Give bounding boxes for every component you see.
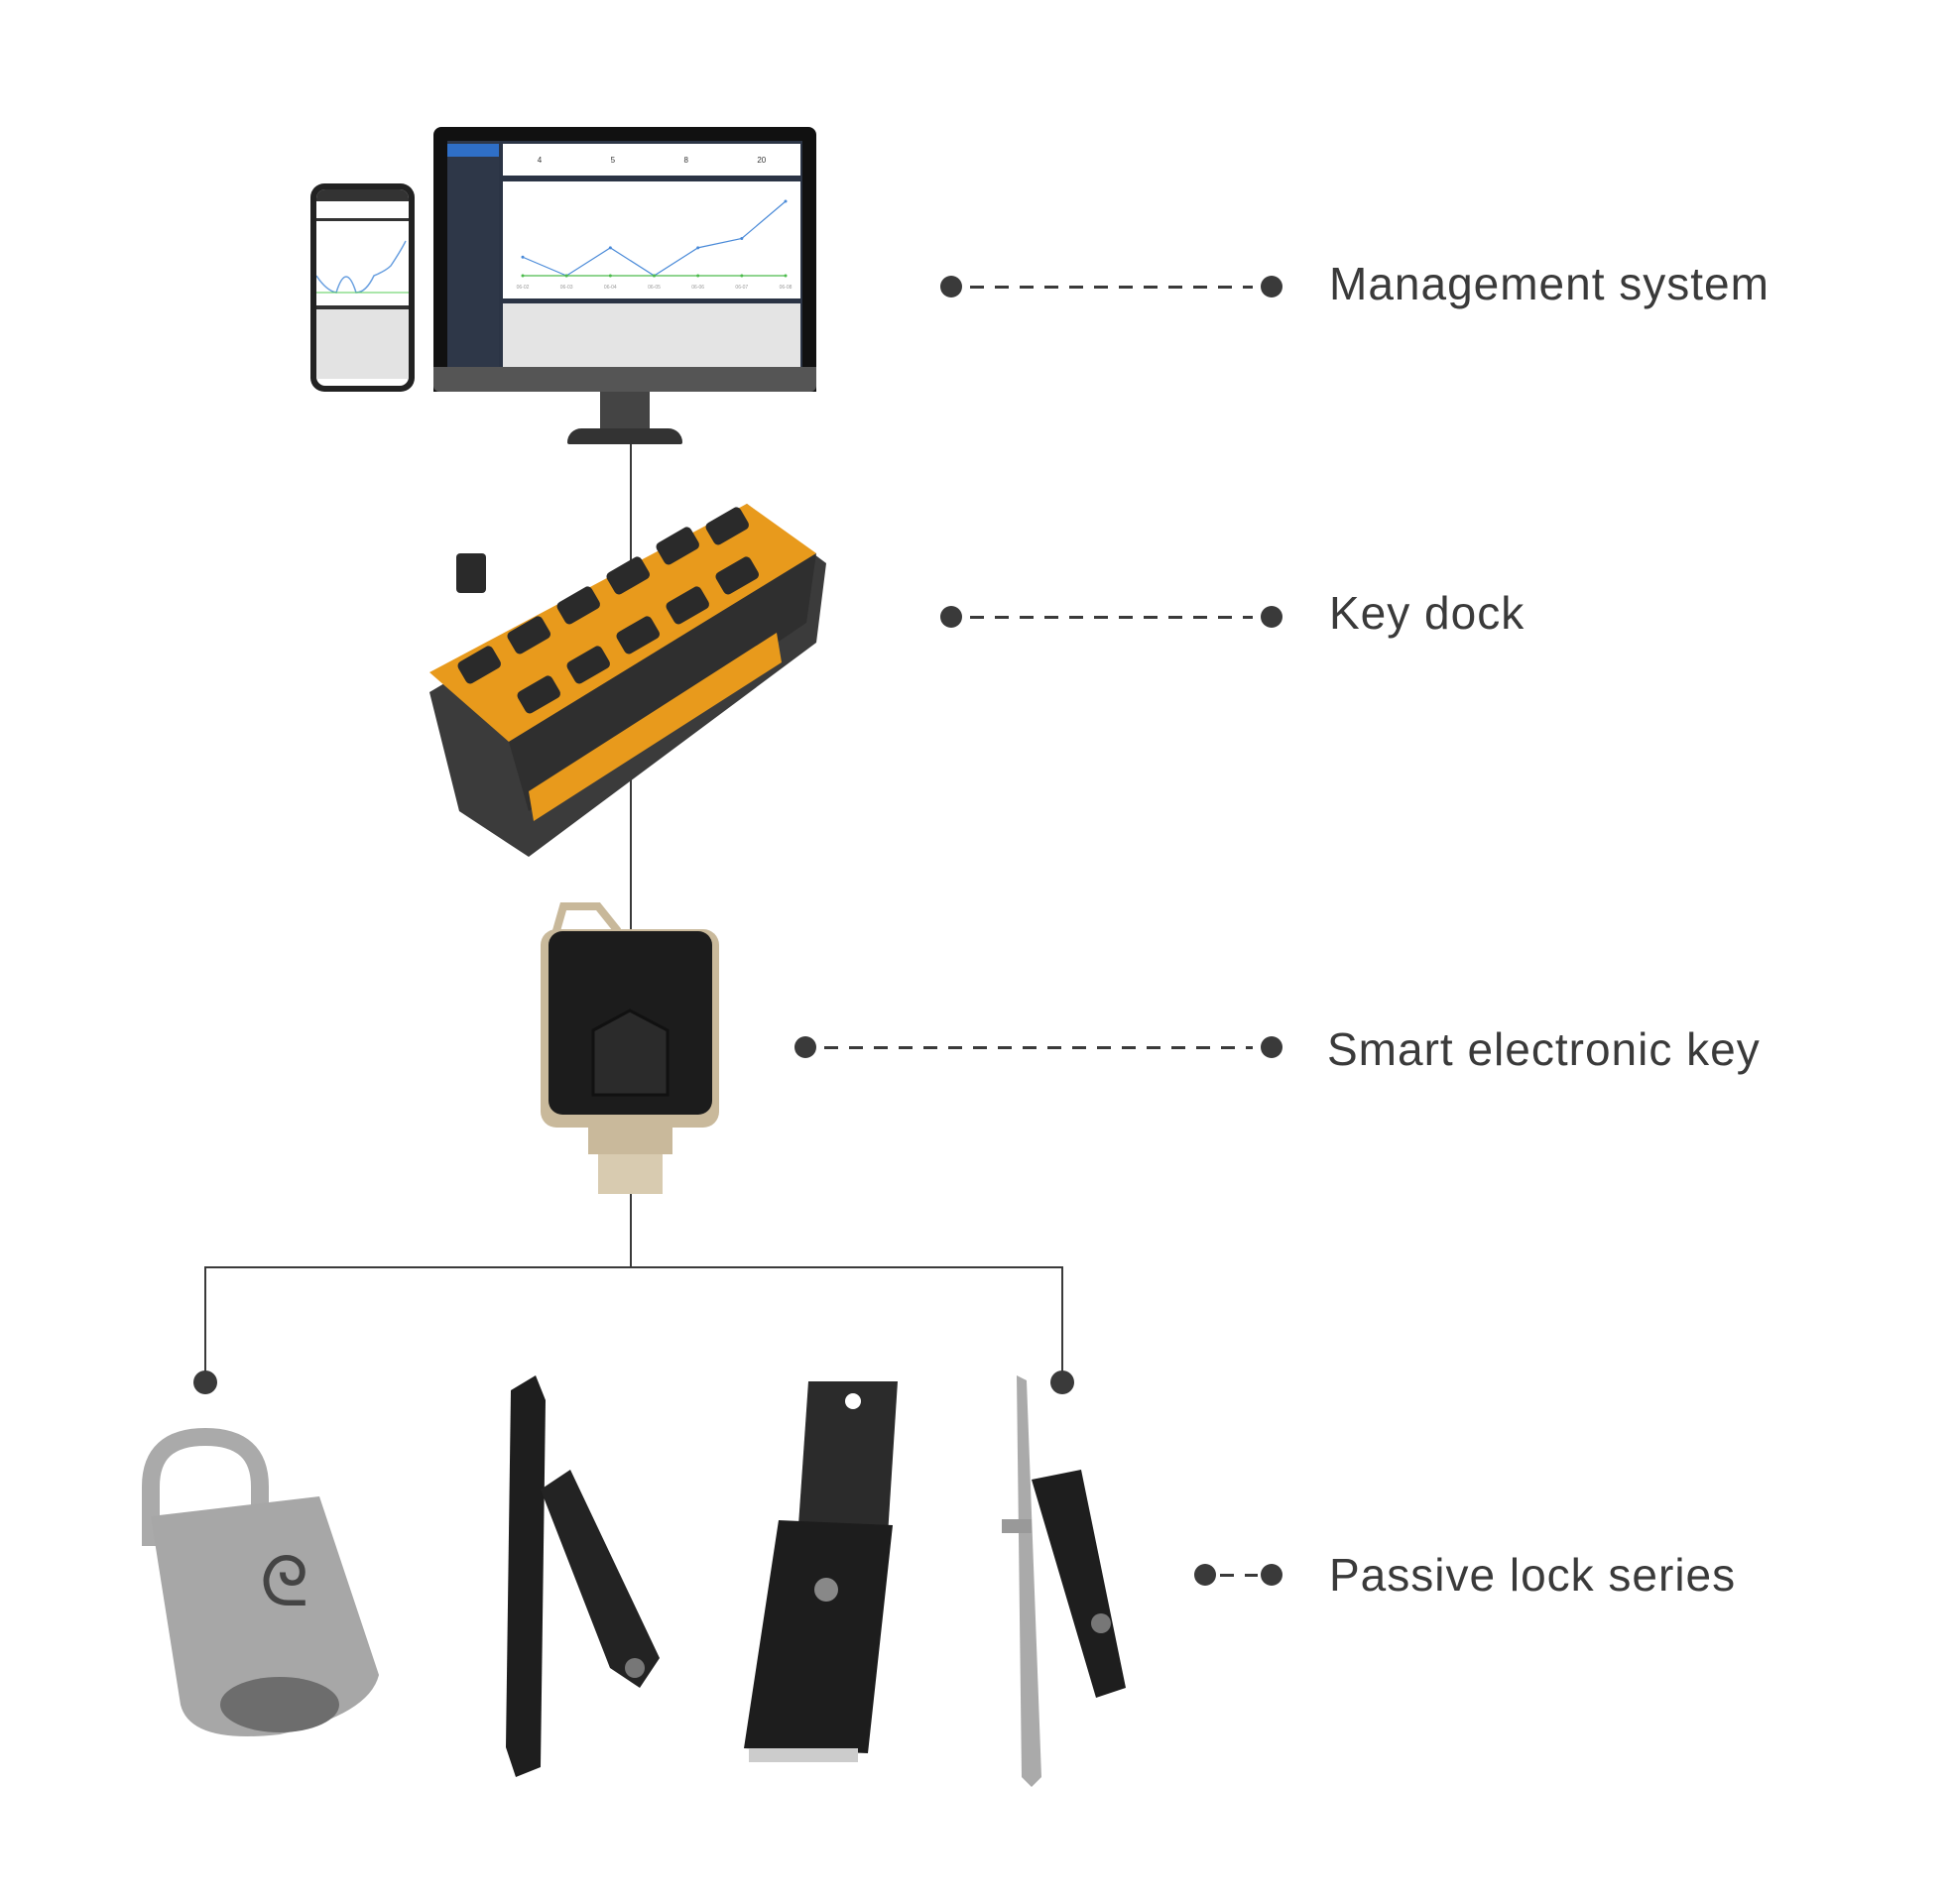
data-point <box>608 274 612 278</box>
data-point <box>696 274 700 278</box>
data-point <box>521 274 525 278</box>
x-tick-label: 06-06 <box>691 285 704 291</box>
management-connector <box>940 276 1282 298</box>
connector-dot <box>193 1370 217 1394</box>
cabinet-lock-image <box>744 1381 898 1762</box>
data-point <box>740 237 744 240</box>
stat-value: 5 <box>610 155 616 165</box>
connector-trunk <box>630 444 632 1267</box>
x-tick-label: 06-07 <box>735 285 748 291</box>
series-line-blue <box>522 200 787 277</box>
data-point <box>784 274 788 278</box>
label-key-dock: Key dock <box>1329 587 1526 639</box>
data-point <box>608 246 612 250</box>
x-tick-label: 06-08 <box>780 285 793 291</box>
label-passive-lock-series: Passive lock series <box>1329 1549 1737 1601</box>
x-tick-label: 06-03 <box>560 285 573 291</box>
x-tick-label: 06-02 <box>517 285 530 291</box>
passive-lock-connector <box>1194 1564 1282 1586</box>
svg-text:ᘓ: ᘓ <box>260 1541 308 1622</box>
connector-left <box>204 1266 206 1381</box>
smart-key-connector <box>794 1036 1282 1058</box>
data-point <box>564 274 568 278</box>
dashboard-line-chart: 06-02 06-03 06-04 06-05 06-06 06-07 06-08 <box>517 199 793 291</box>
smartphone-image <box>310 183 415 392</box>
connector-branch <box>204 1266 1063 1268</box>
data-point <box>740 274 744 278</box>
stat-value: 20 <box>757 155 767 165</box>
x-tick-label: 06-05 <box>648 285 661 291</box>
data-point <box>784 199 788 203</box>
connector-dot <box>1050 1370 1074 1394</box>
stat-value: 8 <box>683 155 688 165</box>
label-smart-electronic-key: Smart electronic key <box>1327 1023 1761 1075</box>
label-management-system: Management system <box>1329 258 1770 309</box>
data-point <box>653 274 656 278</box>
monitor-stand <box>600 392 650 431</box>
connector-right <box>1061 1266 1063 1381</box>
rod-lock-image <box>1002 1375 1126 1787</box>
padlock-image: ᘓ <box>142 1427 379 1736</box>
handle-lock-image <box>506 1375 660 1777</box>
data-point <box>521 255 525 259</box>
smart-key-image <box>541 902 719 1194</box>
x-tick-label: 06-04 <box>604 285 617 291</box>
monitor-base <box>567 428 682 444</box>
key-dock-connector <box>940 606 1282 628</box>
data-point <box>696 246 700 250</box>
stat-value: 4 <box>537 155 543 165</box>
key-dock-image <box>429 504 826 857</box>
